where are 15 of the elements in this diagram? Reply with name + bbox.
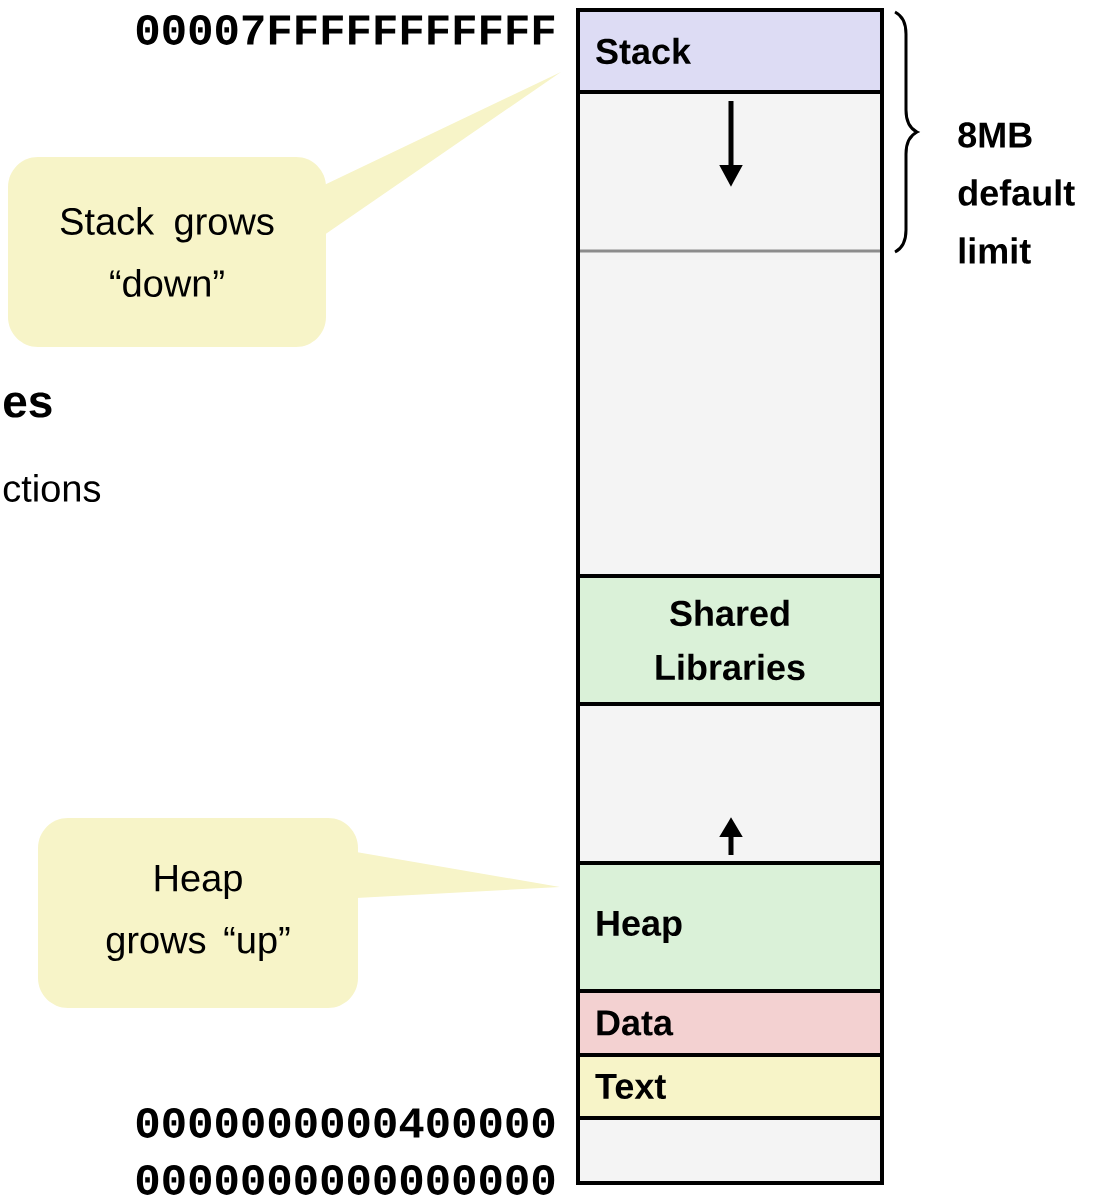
callout-pointer: [356, 852, 560, 898]
callout-box: Heap grows “up”: [38, 818, 358, 1008]
address-label: 0000000000400000: [136, 1108, 555, 1138]
text-fragment: ctions: [3, 474, 101, 502]
shared-libraries-segment: Shared Libraries: [576, 574, 884, 706]
callout-box: Stack grows “down”: [8, 157, 326, 347]
stack-segment: Stack: [576, 8, 884, 94]
heap-segment: Heap: [576, 861, 884, 993]
data-segment: Data: [576, 989, 884, 1057]
heading-fragment: es: [4, 392, 52, 418]
callout-pointer: [324, 72, 561, 235]
size-limit-label: 8MB default limit: [958, 122, 1075, 264]
address-label: 0000000000000000: [136, 1165, 555, 1195]
address-label: 00007FFFFFFFFFFF: [136, 15, 555, 45]
text-segment: Text: [576, 1053, 884, 1120]
